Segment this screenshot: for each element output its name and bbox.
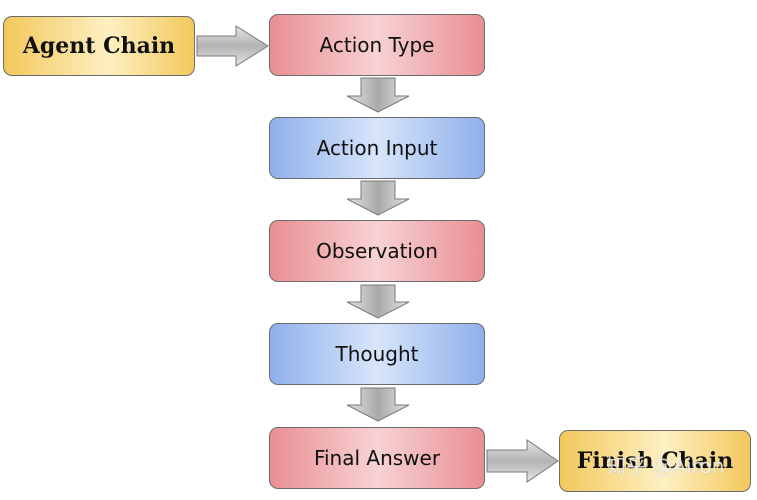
final-answer-label: Final Answer: [313, 446, 441, 470]
thought-box: Thought: [269, 323, 485, 385]
action-input-box: Action Input: [269, 117, 485, 179]
finish-chain-label: Finish Chain: [576, 448, 734, 474]
observation-label: Observation: [316, 239, 438, 263]
thought-label: Thought: [335, 342, 419, 366]
arrow-agent-to-action-type: [196, 25, 269, 67]
action-input-label: Action Input: [316, 136, 438, 160]
finish-chain-box: Finish Chain: [559, 430, 751, 492]
arrow-down-1: [346, 77, 410, 113]
action-type-label: Action Type: [319, 33, 435, 57]
agent-chain-label: Agent Chain: [22, 33, 176, 59]
arrow-down-4: [346, 387, 410, 422]
arrow-final-to-finish: [486, 439, 559, 483]
observation-box: Observation: [269, 220, 485, 282]
action-type-box: Action Type: [269, 14, 485, 76]
agent-chain-box: Agent Chain: [3, 16, 195, 76]
watermark: 知乎 @Airon: [606, 454, 725, 478]
arrow-down-3: [346, 284, 410, 319]
final-answer-box: Final Answer: [269, 427, 485, 489]
arrow-down-2: [346, 180, 410, 216]
